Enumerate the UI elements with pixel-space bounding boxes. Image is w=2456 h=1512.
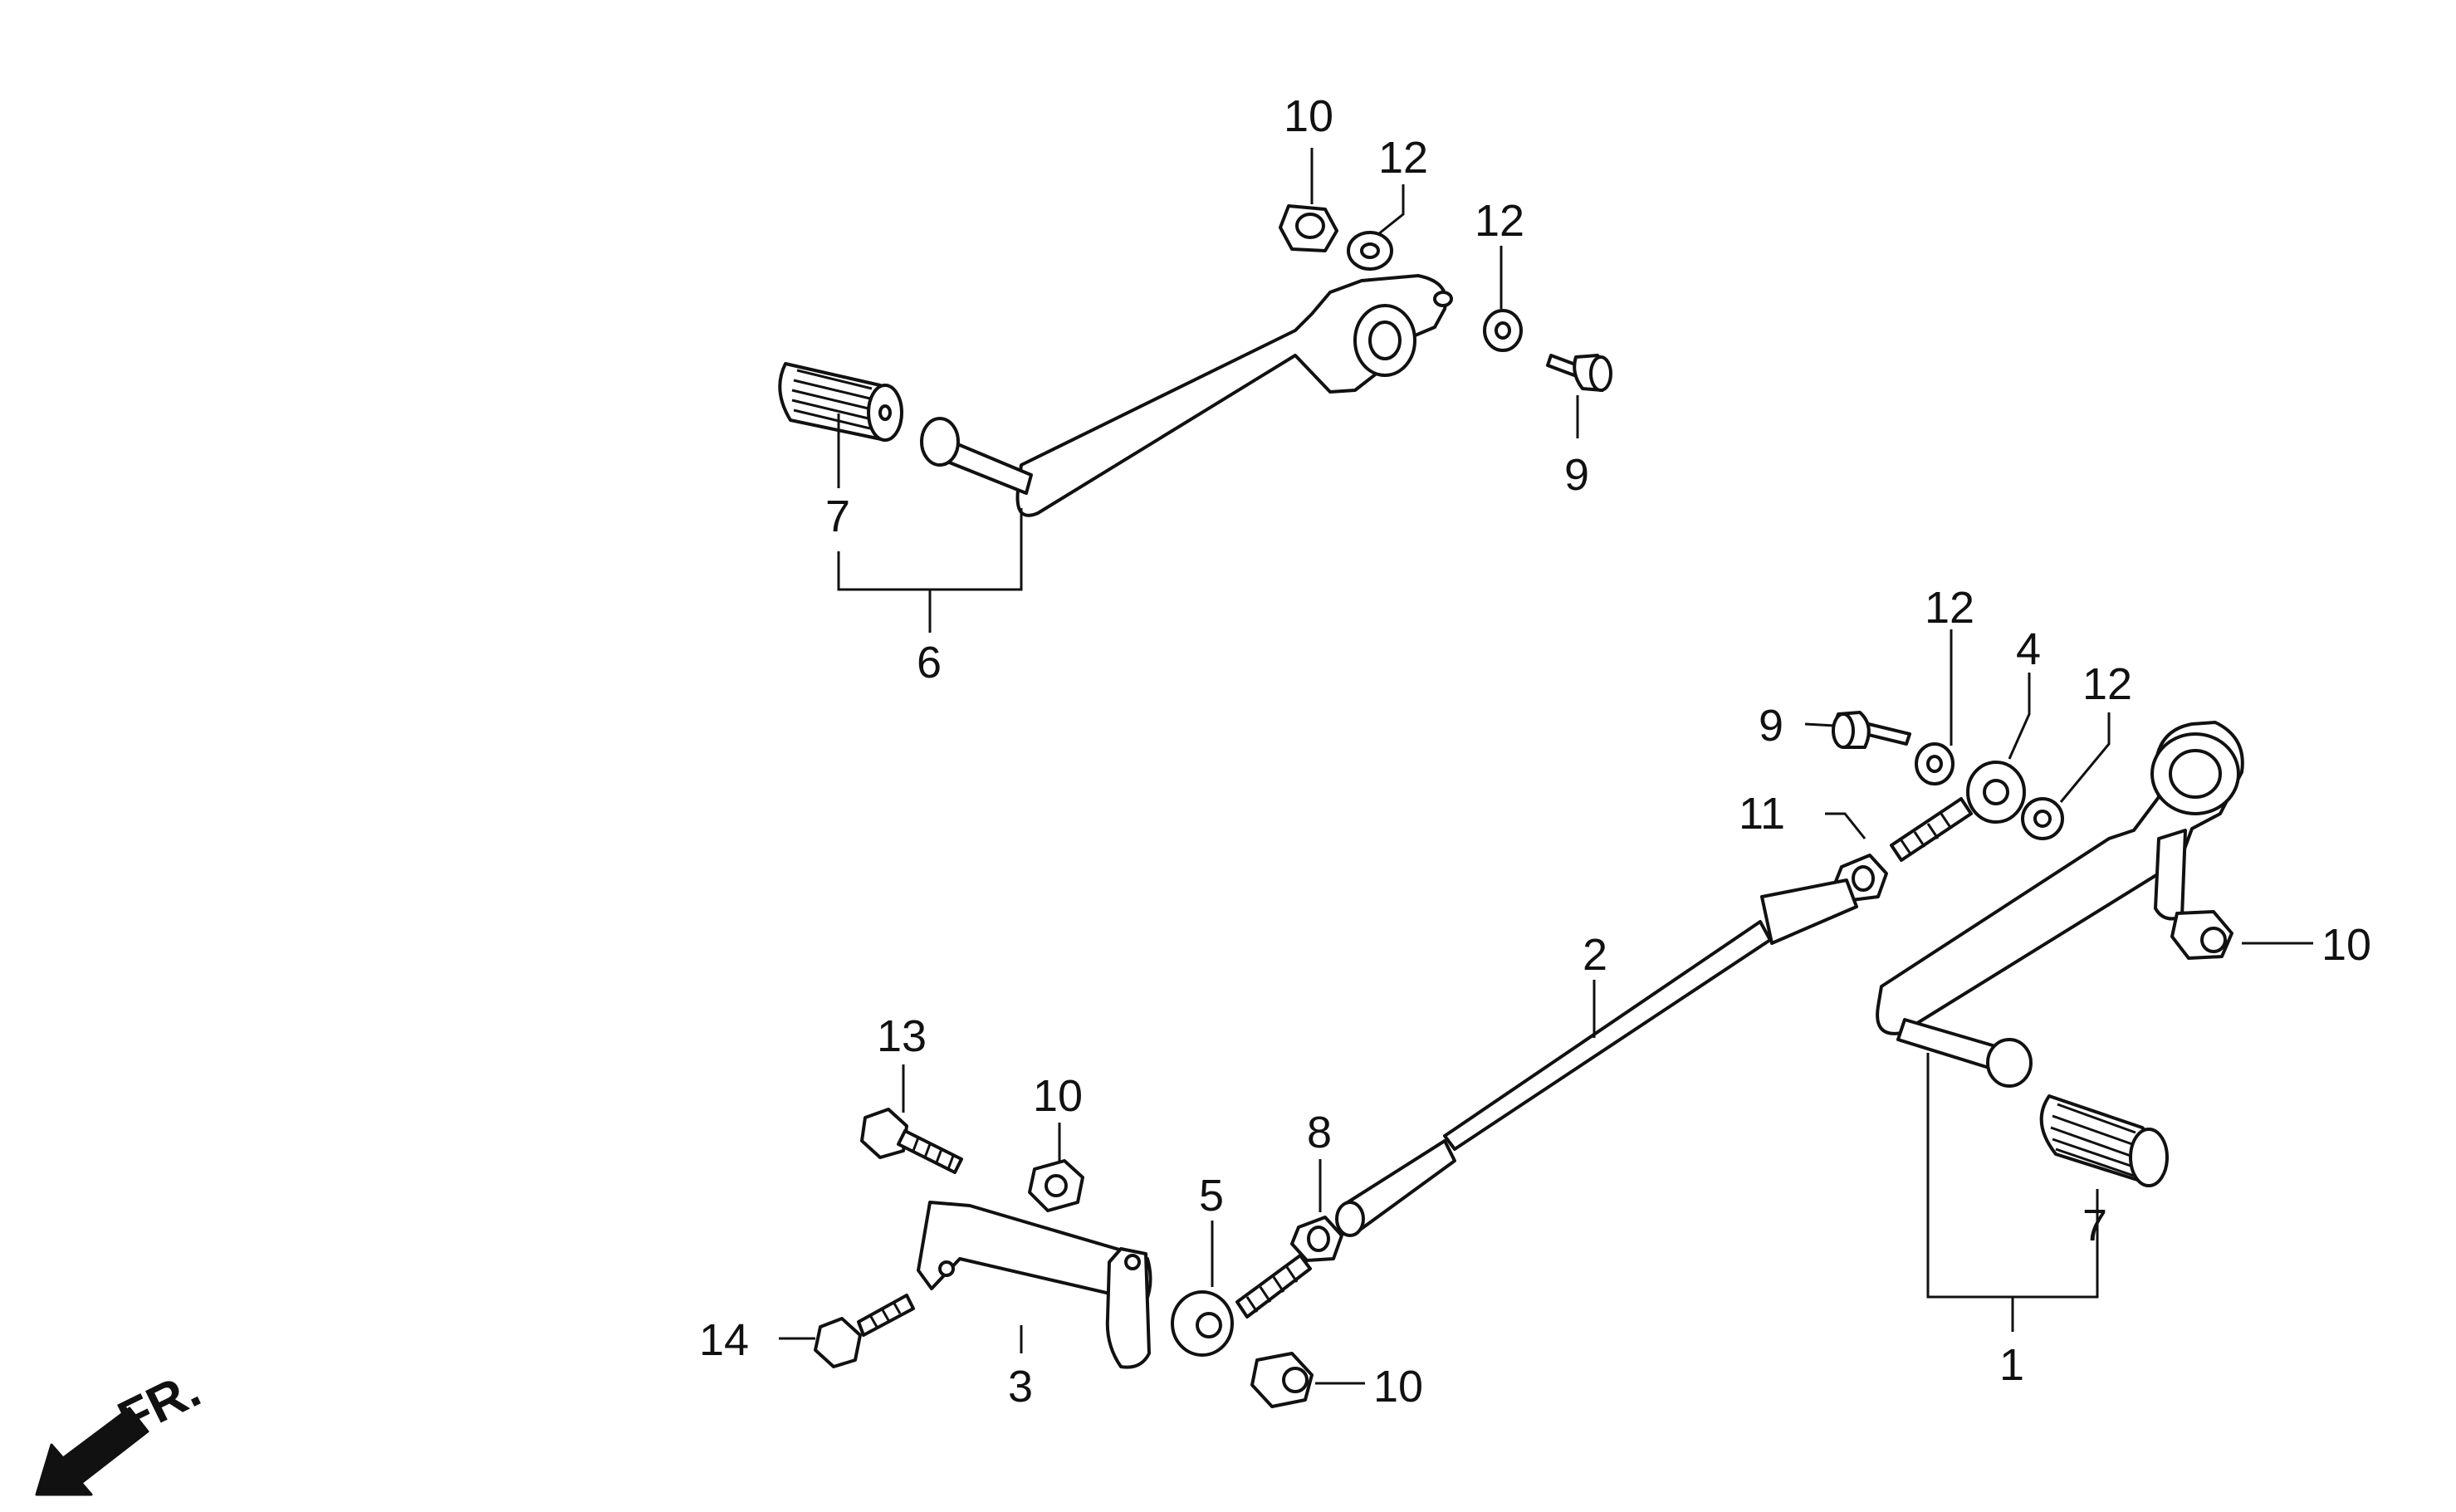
callout-9-mid: 9 <box>1759 701 1783 751</box>
lower-lock-nut <box>1290 1216 1343 1262</box>
callout-8: 8 <box>1307 1108 1332 1157</box>
lower-pedal-shaft <box>1896 1018 2003 1071</box>
callout-9-top: 9 <box>1564 450 1589 500</box>
shift-arm <box>917 1201 1152 1369</box>
upper-pedal-end-hole <box>1433 291 1453 307</box>
lower-arm-washer-hole <box>2033 810 2052 828</box>
upper-pivot-bolt <box>1546 354 1612 392</box>
callout-3: 3 <box>1008 1362 1033 1412</box>
callout-12-mid-b: 12 <box>2082 659 2132 709</box>
front-direction-arrow-icon <box>35 1407 149 1496</box>
callout-7-top: 7 <box>825 492 850 541</box>
upper-rod-end <box>1890 761 2026 862</box>
shift-rod <box>1335 878 1858 1237</box>
callout-10-bottom: 10 <box>1373 1362 1423 1412</box>
callout-12-top-a: 12 <box>1378 133 1428 183</box>
lower-rod-end <box>1171 1254 1312 1357</box>
callout-6: 6 <box>917 638 942 687</box>
callout-12-top-b: 12 <box>1475 196 1524 246</box>
upper-pedal-bore <box>1368 321 1402 360</box>
upper-washer-b-hole <box>1495 321 1511 340</box>
callout-10-mid: 10 <box>1033 1071 1083 1121</box>
callout-10-top: 10 <box>1284 91 1333 141</box>
callout-11: 11 <box>1739 789 1785 839</box>
arm-clamp-bolt <box>860 1108 963 1174</box>
upper-pedal-rubber <box>778 362 903 442</box>
mid-pivot-bolt <box>1832 711 1911 749</box>
callout-1: 1 <box>1999 1340 2024 1390</box>
arm-flange-nut <box>1028 1159 1084 1212</box>
bottom-flange-nut <box>1250 1352 1314 1408</box>
callout-labels: 10 12 12 9 7 6 12 4 12 9 11 10 2 13 10 8… <box>699 91 2371 1412</box>
arm-pivot-bolt <box>814 1294 915 1368</box>
upper-shift-pedal-assembly <box>778 204 1612 517</box>
upper-flange-nut <box>1279 204 1338 252</box>
callout-7-bottom: 7 <box>2082 1201 2107 1250</box>
upper-washer-a-hole <box>1360 242 1380 259</box>
callout-5: 5 <box>1199 1171 1224 1221</box>
lower-pedal-bore <box>2169 749 2222 799</box>
front-direction-marker: FR. <box>35 1361 209 1496</box>
callout-2: 2 <box>1583 930 1607 980</box>
lower-pedal-tab <box>2154 829 2187 921</box>
leader-lines <box>779 148 2313 1385</box>
callout-13: 13 <box>877 1011 927 1061</box>
callout-12-mid-a: 12 <box>1925 583 1974 633</box>
lower-shift-pedal-assembly <box>1876 721 2244 1187</box>
lower-pedal-rubber <box>2039 1094 2169 1187</box>
lower-pedal-shaft-cap <box>1986 1038 2033 1088</box>
lower-right-flange-nut <box>2170 910 2233 960</box>
upper-pedal-shaft-cap <box>920 417 960 467</box>
callout-10-right: 10 <box>2321 920 2371 970</box>
callout-4: 4 <box>2016 624 2041 674</box>
callout-14: 14 <box>699 1315 749 1365</box>
mid-washer-hole <box>1926 755 1943 773</box>
